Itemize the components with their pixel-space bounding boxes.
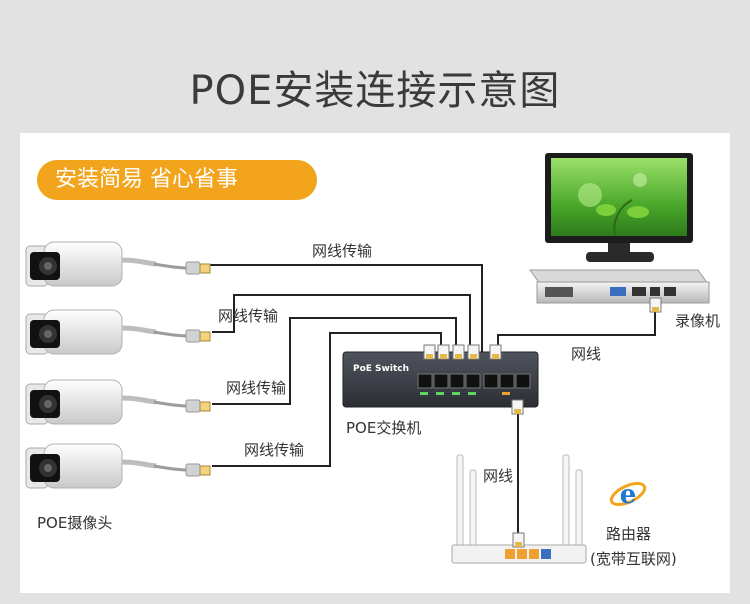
switch-plug-2-icon bbox=[437, 344, 450, 360]
switch-plug-6-icon bbox=[511, 399, 524, 415]
switch-plug-3-icon bbox=[452, 344, 465, 360]
cable-camera-2 bbox=[212, 294, 471, 352]
page-title: POE安装连接示意图 bbox=[189, 68, 561, 114]
camera-1-icon bbox=[26, 242, 210, 286]
label-poe-cameras: POE摄像头 bbox=[37, 514, 113, 532]
label-camera-3-link: 网线传输 bbox=[226, 379, 287, 397]
cable-camera-3 bbox=[212, 317, 457, 405]
cable-camera-4 bbox=[212, 332, 442, 467]
label-nvr-link: 网线 bbox=[571, 345, 602, 363]
label-nvr: 录像机 bbox=[675, 312, 721, 330]
svg-text:e: e bbox=[620, 480, 637, 510]
cable-camera-1 bbox=[210, 264, 483, 352]
nvr-icon bbox=[529, 269, 710, 304]
poe-switch-icon: PoE Switch bbox=[342, 351, 539, 408]
label-router-link: 网线 bbox=[483, 467, 514, 485]
internet-explorer-icon: e bbox=[609, 480, 647, 510]
switch-plug-5-icon bbox=[489, 344, 502, 360]
camera-3-icon bbox=[26, 380, 210, 424]
switch-plug-1-icon bbox=[423, 344, 436, 360]
label-poe-switch: POE交换机 bbox=[346, 419, 422, 437]
router-plug-icon bbox=[512, 532, 525, 548]
label-camera-1-link: 网线传输 bbox=[312, 242, 373, 260]
camera-4-icon bbox=[26, 444, 210, 488]
feature-badge: 安装简易 省心省事 bbox=[37, 160, 317, 200]
network-cables bbox=[210, 264, 656, 540]
monitor-icon bbox=[545, 153, 693, 262]
router-icon bbox=[451, 454, 587, 564]
label-camera-4-link: 网线传输 bbox=[244, 441, 305, 459]
switch-brand-label: PoE Switch bbox=[353, 364, 409, 374]
label-router: 路由器 bbox=[606, 525, 652, 543]
label-camera-2-link: 网线传输 bbox=[218, 307, 279, 325]
camera-2-icon bbox=[26, 310, 210, 354]
switch-plug-4-icon bbox=[467, 344, 480, 360]
cable-nvr bbox=[497, 300, 656, 352]
label-router-subtitle: (宽带互联网) bbox=[590, 550, 677, 568]
nvr-plug-icon bbox=[649, 297, 662, 313]
